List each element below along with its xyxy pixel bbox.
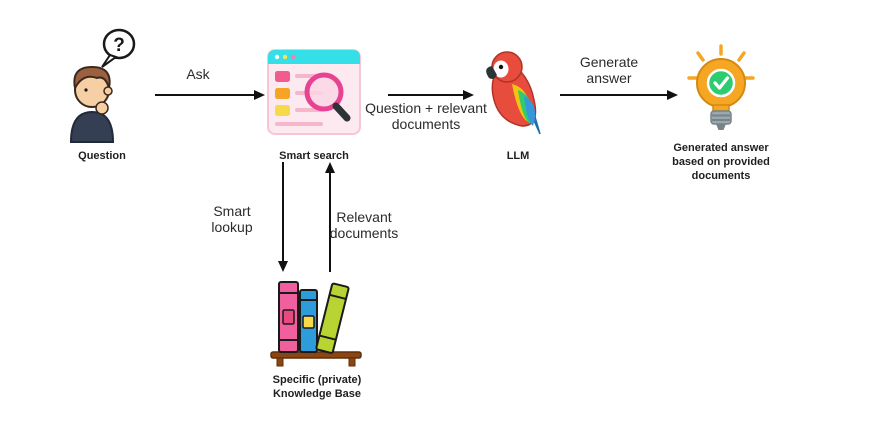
arrow-question-docs	[388, 89, 474, 101]
node-label-smart-search: Smart search	[279, 150, 349, 162]
smart-search-browser-icon	[266, 48, 362, 136]
node-question: ? Question	[60, 26, 144, 162]
node-llm: LLM	[478, 46, 558, 162]
node-label-generated-answer: Generated answer based on provided docum…	[672, 142, 770, 182]
node-label-llm: LLM	[506, 150, 530, 162]
arrow-generate-answer	[560, 89, 678, 101]
arrow-ask	[155, 89, 265, 101]
edge-label-smart-lookup: Smart lookup	[211, 203, 253, 236]
node-generated-answer: Generated answer based on provided docum…	[656, 44, 786, 182]
person-thinking-icon: ?	[62, 26, 142, 144]
question-mark-glyph: ?	[113, 35, 125, 56]
node-label-knowledge-base: Specific (private) Knowledge Base	[272, 374, 362, 400]
node-knowledge-base: Specific (private) Knowledge Base	[244, 272, 390, 400]
edge-label-question-docs: Question + relevant documents	[365, 100, 487, 133]
parrot-icon	[478, 46, 558, 138]
lightbulb-check-icon	[685, 44, 757, 140]
edge-label-ask: Ask	[186, 66, 210, 82]
edge-label-relevant-documents: Relevant documents	[329, 209, 399, 242]
books-shelf-icon	[265, 272, 369, 368]
arrow-relevant-documents	[324, 162, 336, 272]
node-label-question: Question	[78, 150, 126, 162]
arrow-smart-lookup	[277, 162, 289, 272]
edge-label-generate-answer: Generate answer	[579, 54, 639, 87]
node-smart-search: Smart search	[266, 48, 362, 162]
